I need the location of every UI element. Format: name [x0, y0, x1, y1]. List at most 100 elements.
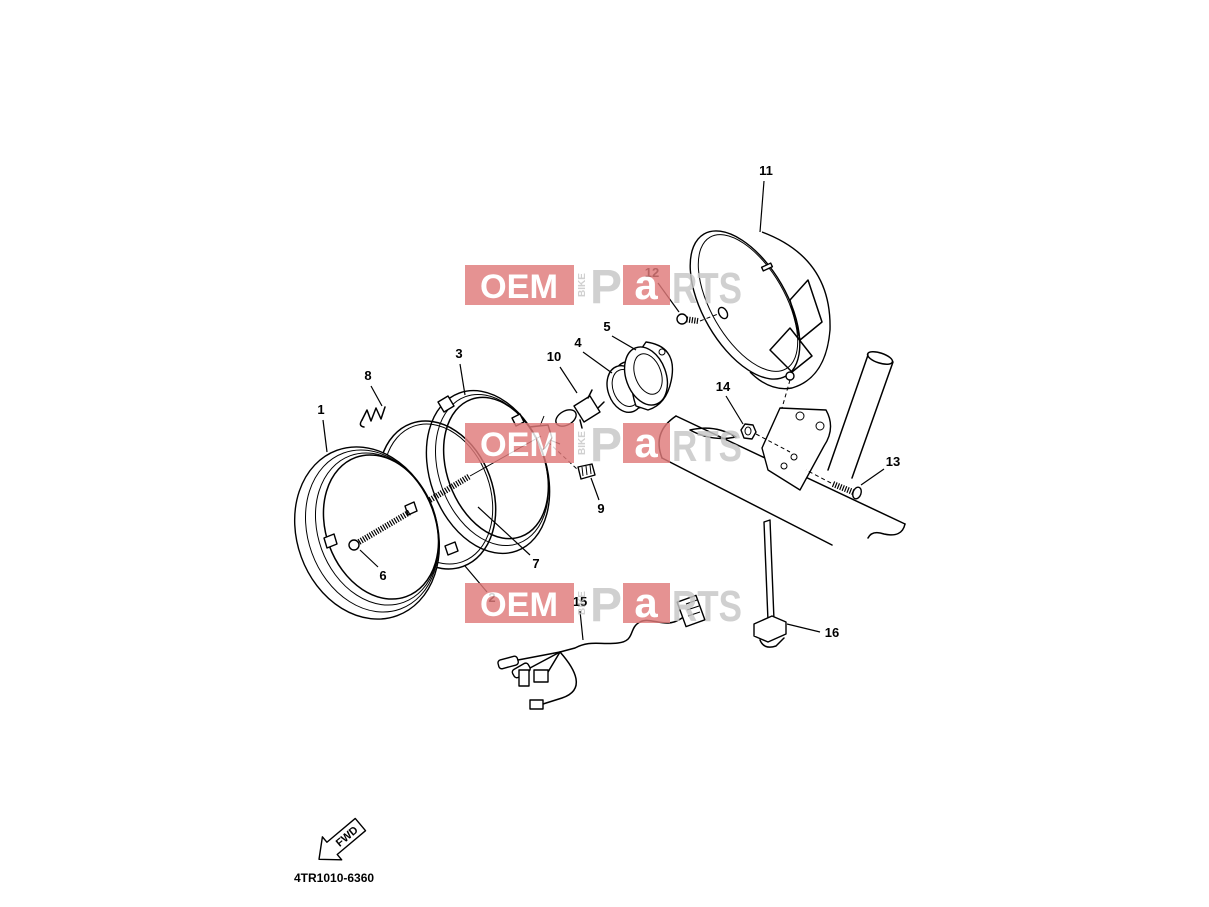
- housing-inner-boss: [789, 279, 823, 341]
- lens-mount-tab: [437, 395, 455, 413]
- watermark-logo: OEM BIKE P a RTS: [465, 579, 742, 632]
- mounting-hole: [815, 421, 825, 431]
- watermark-oem-box: [465, 265, 574, 305]
- callout-11: 11: [759, 163, 773, 178]
- part-12-screw: [676, 313, 719, 325]
- small-connector: [529, 699, 544, 710]
- callout-1: 1: [317, 402, 324, 417]
- cover-face: [623, 346, 669, 406]
- screw-head: [676, 313, 688, 325]
- part-9-clip: [547, 441, 596, 480]
- bolt-thread: [831, 481, 855, 495]
- callout-13: 13: [886, 454, 900, 469]
- fwd-arrow: FWD: [318, 817, 367, 861]
- screw-head: [348, 539, 360, 551]
- watermark-bike-text: BIKE: [577, 431, 588, 455]
- connector-pins: [685, 599, 701, 617]
- watermark-oem-text: OEM: [480, 268, 558, 306]
- callout-4: 4: [574, 335, 582, 350]
- part-16-cable-tie: [753, 519, 787, 648]
- leader-13: [860, 468, 885, 486]
- housing-inner-lip: [697, 234, 799, 372]
- screw-thread: [357, 509, 412, 545]
- watermark-oem-box: [465, 423, 574, 463]
- callout-6: 6: [379, 568, 386, 583]
- spring-hook: [359, 419, 365, 428]
- watermark-oem-text: OEM: [480, 586, 558, 624]
- leader-3: [459, 363, 466, 396]
- watermark-oem-box: [465, 583, 574, 623]
- watermark-p-letter: P: [590, 419, 622, 472]
- callout-7: 7: [532, 556, 539, 571]
- watermark-a-box: [623, 423, 670, 463]
- watermark-bike-text: BIKE: [577, 591, 588, 615]
- cable-tie-strap: [763, 519, 775, 622]
- part-1-headlight-rim: [293, 446, 441, 620]
- mounting-hole: [780, 462, 788, 470]
- watermark-logo: OEM BIKE P a RTS: [465, 419, 742, 472]
- leader-10: [559, 366, 578, 394]
- callout-16: 16: [825, 625, 839, 640]
- callout-15: 15: [573, 594, 587, 609]
- cable-tie-head: [753, 615, 787, 643]
- harness-wire-branch: [517, 651, 561, 661]
- watermark-a-letter: a: [634, 419, 658, 466]
- housing-mount-tab: [785, 371, 795, 381]
- assembly-line: [699, 313, 719, 322]
- part-6-screw: [348, 509, 412, 551]
- nut-hole: [744, 426, 752, 436]
- nut-body: [740, 423, 757, 440]
- frame-bottom-edge: [661, 457, 833, 546]
- frame-bracket: [658, 351, 906, 546]
- callout-3: 3: [455, 346, 462, 361]
- leader-5: [611, 335, 637, 351]
- cable-tie-clip: [759, 637, 785, 648]
- callout-9: 9: [597, 501, 604, 516]
- part-14-nut: [740, 423, 791, 453]
- frame-cutout: [689, 427, 737, 440]
- bolt-head: [852, 486, 862, 500]
- harness-connector: [676, 594, 706, 628]
- watermark-a-letter: a: [634, 579, 658, 626]
- leader-16: [786, 623, 821, 633]
- part-13-bolt: [805, 469, 862, 500]
- watermark-a-letter: a: [634, 261, 658, 308]
- bullet-connector: [497, 655, 519, 670]
- cover-opening: [633, 353, 663, 395]
- frame-right-end: [867, 523, 906, 539]
- diagram-part-code: 4TR1010-6360: [294, 871, 374, 885]
- clip-teeth: [581, 464, 592, 477]
- leader-1: [322, 419, 328, 453]
- leader-6: [359, 549, 379, 568]
- watermark-a-box: [623, 583, 670, 623]
- assembly-line: [805, 469, 832, 484]
- bulb-base: [573, 395, 601, 423]
- watermark-a-box: [623, 265, 670, 305]
- rim-tab: [323, 533, 338, 549]
- watermark-p-letter: P: [590, 579, 622, 632]
- bulb-flange-tabs: [579, 389, 605, 429]
- part-10-bulb: [555, 389, 605, 429]
- callout-14: 14: [716, 379, 731, 394]
- watermark-logos: OEM BIKE P a RTS OEM BIKE P a RTS OEM BI…: [465, 261, 742, 632]
- mounting-hole: [795, 411, 805, 421]
- watermark-logo: OEM BIKE P a RTS: [465, 261, 742, 314]
- leader-8: [370, 385, 383, 407]
- housing-screw-hole: [717, 306, 729, 320]
- cover-hole: [658, 348, 666, 356]
- watermark-p-letter: P: [590, 261, 622, 314]
- leader-14: [725, 395, 744, 425]
- mounting-hole: [790, 453, 798, 461]
- part-11-headlight-housing: [689, 230, 831, 409]
- spade-connector: [533, 669, 549, 683]
- watermark-rts-letters: RTS: [672, 264, 742, 313]
- leader-15: [579, 610, 584, 641]
- callout-10: 10: [547, 349, 561, 364]
- leader-9: [590, 477, 600, 501]
- callout-5: 5: [603, 319, 610, 334]
- housing-pin: [760, 262, 774, 272]
- ring-clip: [444, 541, 459, 556]
- part-15-wire-harness: [497, 594, 706, 710]
- fwd-arrow-shape: [318, 817, 367, 861]
